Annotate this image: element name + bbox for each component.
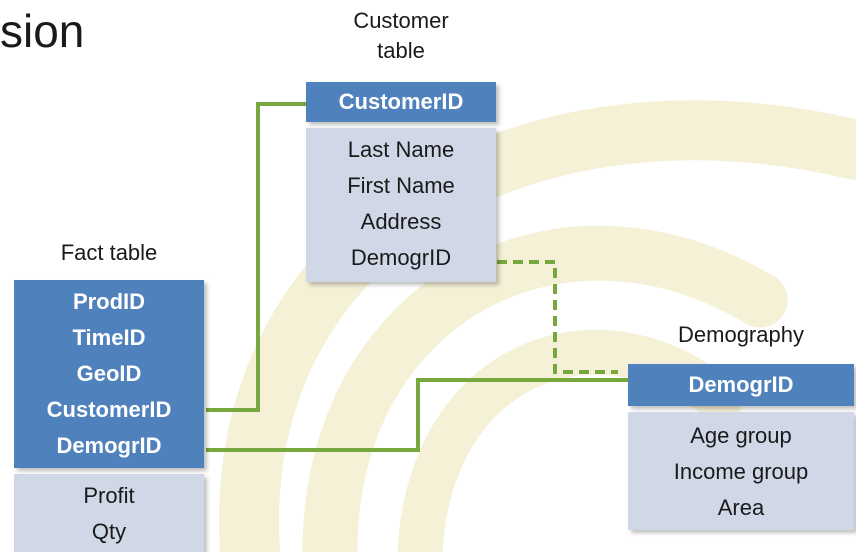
- customer-attr-address: Address: [360, 209, 442, 234]
- customer-attr-demogrid: DemogrID: [350, 245, 452, 270]
- customer-caption-line1: Customer: [353, 8, 449, 33]
- customer-attr-first-name: First Name: [347, 173, 455, 198]
- demography-table-caption: Demography: [678, 322, 804, 347]
- customer-attr-last-name: Last Name: [347, 137, 455, 162]
- demography-attr-age-group: Age group: [690, 423, 792, 448]
- fact-table-caption: Fact table: [60, 240, 158, 265]
- fact-key-customerid: CustomerID: [46, 397, 172, 422]
- fact-keys-box: ProdID TimeID GeoID CustomerID DemogrID: [14, 280, 204, 468]
- fact-key-demogrid: DemogrID: [56, 433, 162, 458]
- demography-attributes-box: Age group Income group Area: [628, 412, 854, 530]
- demography-attr-income-group: Income group: [673, 459, 809, 484]
- connector-demography: [206, 378, 628, 452]
- connector-demogr-dashed: [497, 260, 618, 374]
- fact-attributes-box: Profit Qty: [14, 474, 204, 552]
- fact-attr-profit: Profit: [83, 483, 135, 508]
- demography-key-box: DemogrID: [628, 364, 854, 406]
- fact-key-geoid: GeoID: [76, 361, 142, 386]
- connector-customer: [206, 102, 306, 412]
- customer-key-box: CustomerID: [306, 82, 496, 122]
- fact-key-prodid: ProdID: [72, 289, 146, 314]
- slide-title-fragment: sion: [0, 5, 85, 57]
- fact-key-timeid: TimeID: [72, 325, 146, 350]
- customer-caption-line2: table: [377, 37, 425, 63]
- customer-table-caption: Customer table: [306, 6, 496, 65]
- fact-attr-qty: Qty: [91, 519, 127, 544]
- demography-attr-area: Area: [717, 495, 765, 520]
- customer-key-cell: CustomerID: [338, 89, 464, 114]
- customer-attributes-box: Last Name First Name Address DemogrID: [306, 128, 496, 282]
- demography-key-cell: DemogrID: [688, 372, 794, 397]
